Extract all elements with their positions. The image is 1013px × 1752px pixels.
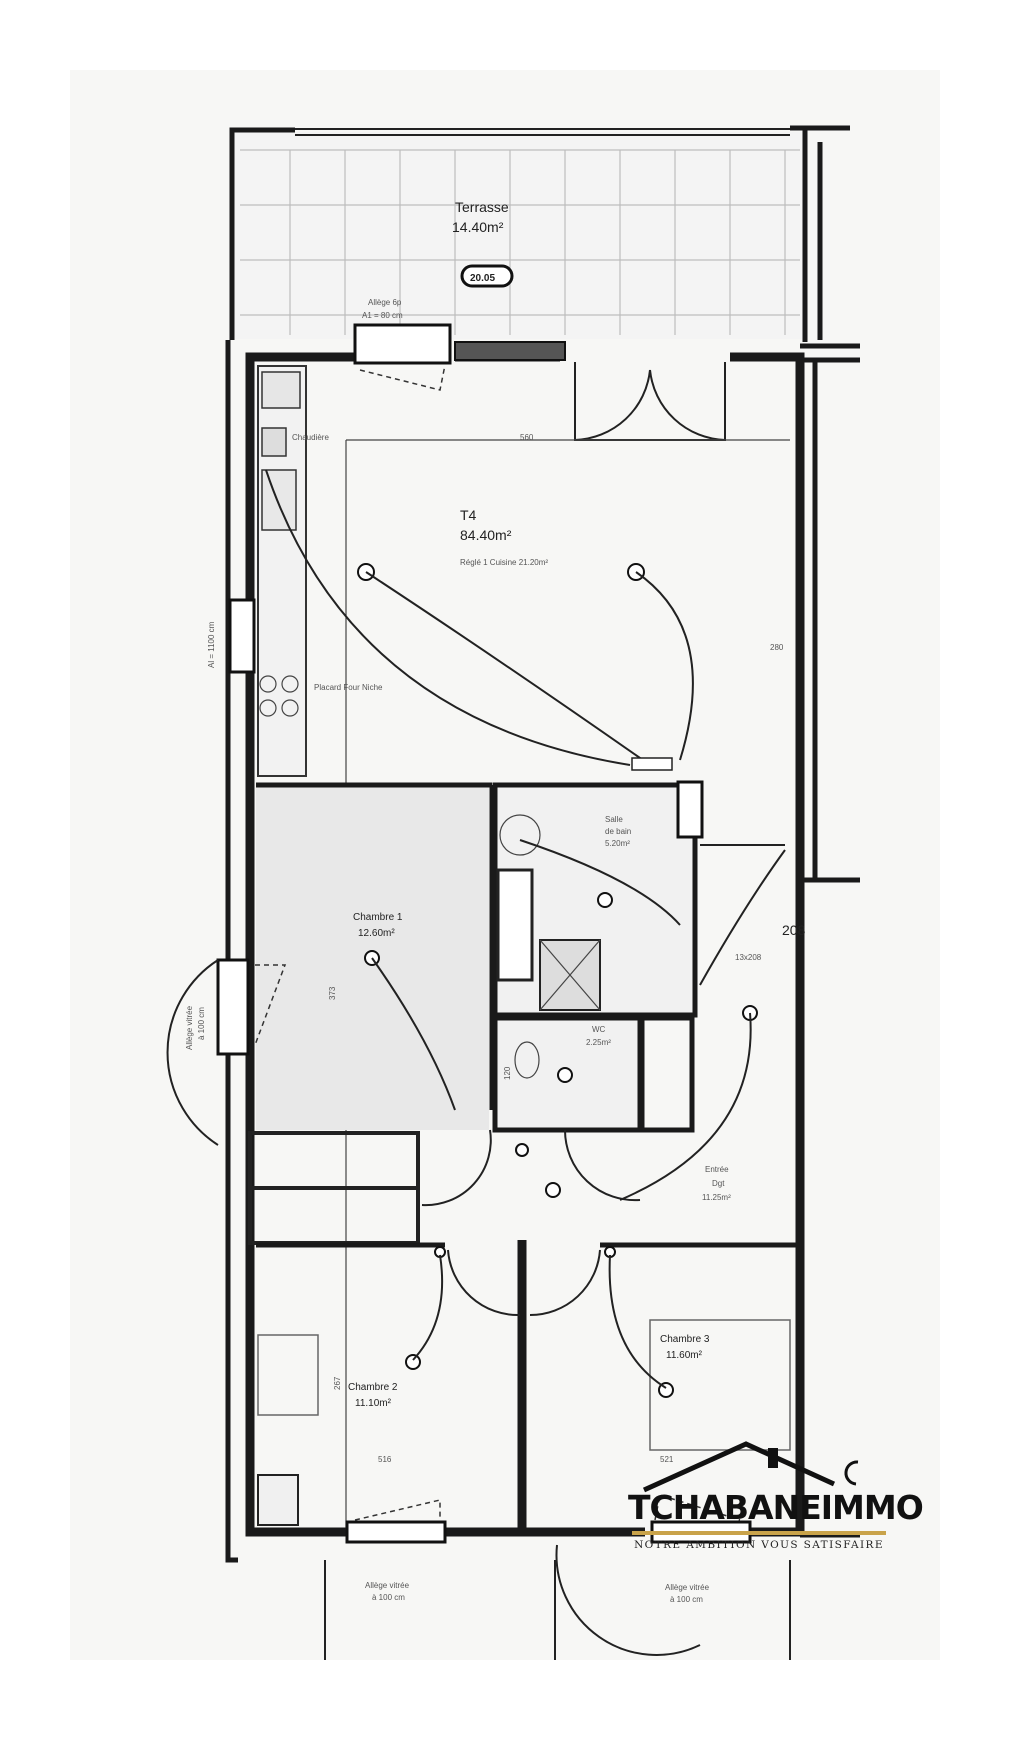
living-room: T4 84.40m² Réglé 1 Cuisine 21.20m² 560 bbox=[265, 433, 790, 1530]
entry-hall: 208 13x208 Entrée Dgt 11.25m² 373 bbox=[248, 922, 806, 1245]
wc-room: WC 2.25m² 120 bbox=[492, 1015, 695, 1133]
unit-note: Réglé 1 Cuisine 21.20m² bbox=[460, 558, 548, 567]
bedroom-2-area: 11.10m² bbox=[355, 1398, 392, 1409]
side-label: 208 bbox=[782, 922, 806, 938]
house-roof-icon bbox=[642, 1441, 859, 1493]
terrace-area-value: 14.40m² bbox=[452, 219, 504, 235]
bedroom-1-area: 12.60m² bbox=[358, 928, 395, 939]
bathroom-note: de bain bbox=[605, 827, 631, 836]
terrace-opening-dim: A1 = 80 cm bbox=[362, 311, 403, 320]
level-tag-value: 20.05 bbox=[470, 273, 495, 284]
window-left-mid-label-1: Allège vitrée bbox=[185, 1005, 194, 1050]
brand-accent-bar bbox=[632, 1531, 886, 1535]
window-left-top-label: Al = 1100 cm bbox=[207, 621, 216, 668]
bedroom-2-name: Chambre 2 bbox=[348, 1382, 398, 1393]
entry-line-2: Dgt bbox=[712, 1179, 725, 1188]
bathroom-light bbox=[597, 892, 613, 908]
unit-name: T4 bbox=[460, 507, 477, 523]
entry-area: 11.25m² bbox=[702, 1193, 731, 1202]
wc-light bbox=[557, 1067, 573, 1083]
outer-walls bbox=[225, 340, 860, 1660]
bedroom-2-light bbox=[405, 1354, 421, 1370]
level-tag bbox=[460, 264, 514, 288]
bathroom-area: 5.20m² bbox=[605, 839, 630, 848]
wc-area: 2.25m² bbox=[586, 1038, 611, 1047]
brand-name: TCHABANEIMMO bbox=[628, 1488, 924, 1527]
bedroom-3-area: 11.60m² bbox=[666, 1350, 703, 1361]
window-left-mid-label-2: à 100 cm bbox=[197, 1007, 206, 1040]
bathroom: Salle de bain 5.20m² bbox=[492, 780, 786, 1018]
window-bottom-right-line-2: à 100 cm bbox=[670, 1595, 703, 1604]
terrace-name: Terrasse bbox=[455, 199, 509, 215]
terrace-area: Terrasse 14.40m² 20.05 Allège 6p A1 = 80… bbox=[229, 125, 850, 342]
bedroom-2: Chambre 2 11.10m² 516 Allège vitrée à 10… bbox=[256, 1240, 527, 1602]
window-bottom-right-line-1: Allège vitrée bbox=[665, 1583, 710, 1592]
window-bottom-left-line-2: à 100 cm bbox=[372, 1593, 405, 1602]
bedroom-1-name: Chambre 1 bbox=[353, 912, 403, 923]
entry-light-3 bbox=[515, 1143, 529, 1157]
dim-right: 280 bbox=[770, 643, 784, 652]
kitchen-label: Chaudière bbox=[292, 433, 329, 442]
entry-light-2 bbox=[545, 1182, 561, 1198]
dim-wc: 120 bbox=[503, 1066, 512, 1080]
dim-top: 560 bbox=[520, 433, 534, 442]
dim-vertical: 373 bbox=[328, 986, 337, 1000]
unit-area: 84.40m² bbox=[460, 527, 512, 543]
brand-tagline: NOTRE AMBITION VOUS SATISFAIRE bbox=[634, 1539, 884, 1551]
kitchen-label-2: Placard Four Niche bbox=[314, 683, 383, 692]
dim-left: 267 bbox=[333, 1376, 342, 1390]
bathroom-name: Salle bbox=[605, 815, 623, 824]
entry-name: Entrée bbox=[705, 1165, 729, 1174]
side-label-2: 13x208 bbox=[735, 953, 762, 962]
window-bottom-left-line-1: Allège vitrée bbox=[365, 1581, 410, 1590]
bedroom-1: Chambre 1 12.60m² Allège vitrée à 100 cm bbox=[166, 782, 495, 1146]
kitchen-unit: Chaudière Placard Four Niche Al = 1100 c… bbox=[207, 365, 383, 777]
brand-logo: TCHABANEIMMO NOTRE AMBITION VOUS SATISFA… bbox=[628, 1440, 924, 1552]
dim-bedroom-2: 516 bbox=[378, 1455, 392, 1464]
wc-name: WC bbox=[592, 1025, 606, 1034]
dim-bedroom-3: 521 bbox=[660, 1455, 674, 1464]
bedroom-3-name: Chambre 3 bbox=[660, 1334, 710, 1345]
terrace-opening-label: Allège 6p bbox=[368, 298, 402, 307]
